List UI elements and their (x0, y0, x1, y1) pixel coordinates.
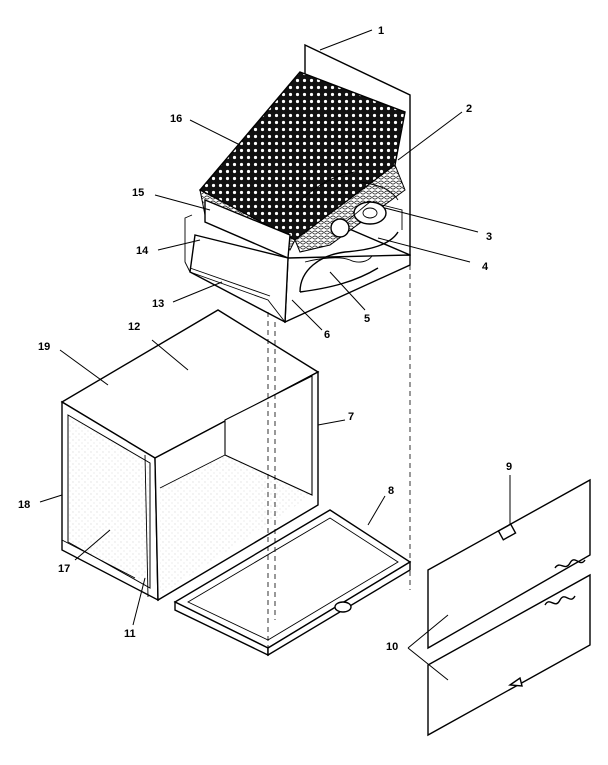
callout-2: 2 (466, 103, 472, 115)
callout-4: 4 (482, 261, 489, 273)
upper-panel (427, 478, 591, 650)
callout-7: 7 (348, 411, 354, 423)
drain-fitting (334, 601, 352, 613)
callout-17: 17 (58, 563, 70, 575)
callout-18: 18 (18, 499, 30, 511)
callout-11: 11 (124, 628, 136, 640)
callout-labels: 1 2 3 4 5 6 7 8 9 10 11 12 13 14 15 16 1… (18, 25, 512, 653)
callout-8: 8 (388, 485, 394, 497)
callout-5: 5 (364, 313, 370, 325)
callout-1: 1 (378, 25, 384, 37)
lower-panel (427, 573, 591, 737)
sleeve-opening-interior (67, 414, 151, 589)
drain-pan (173, 509, 412, 657)
capillary-valve (353, 201, 387, 225)
callout-14: 14 (136, 245, 149, 257)
chassis-assembly (184, 43, 411, 324)
callout-15: 15 (132, 187, 144, 199)
leader-lines (39, 29, 511, 681)
callout-13: 13 (152, 298, 164, 310)
coil-tubing (299, 231, 399, 293)
sleeve-floor (160, 455, 312, 595)
callout-10: 10 (386, 641, 398, 653)
alignment-lines (267, 265, 411, 650)
callout-3: 3 (486, 231, 492, 243)
callout-6: 6 (324, 329, 330, 341)
callout-12: 12 (128, 321, 140, 333)
rear-panels (427, 478, 591, 737)
callout-19: 19 (38, 341, 50, 353)
callout-16: 16 (170, 113, 182, 125)
callout-9: 9 (506, 461, 512, 473)
